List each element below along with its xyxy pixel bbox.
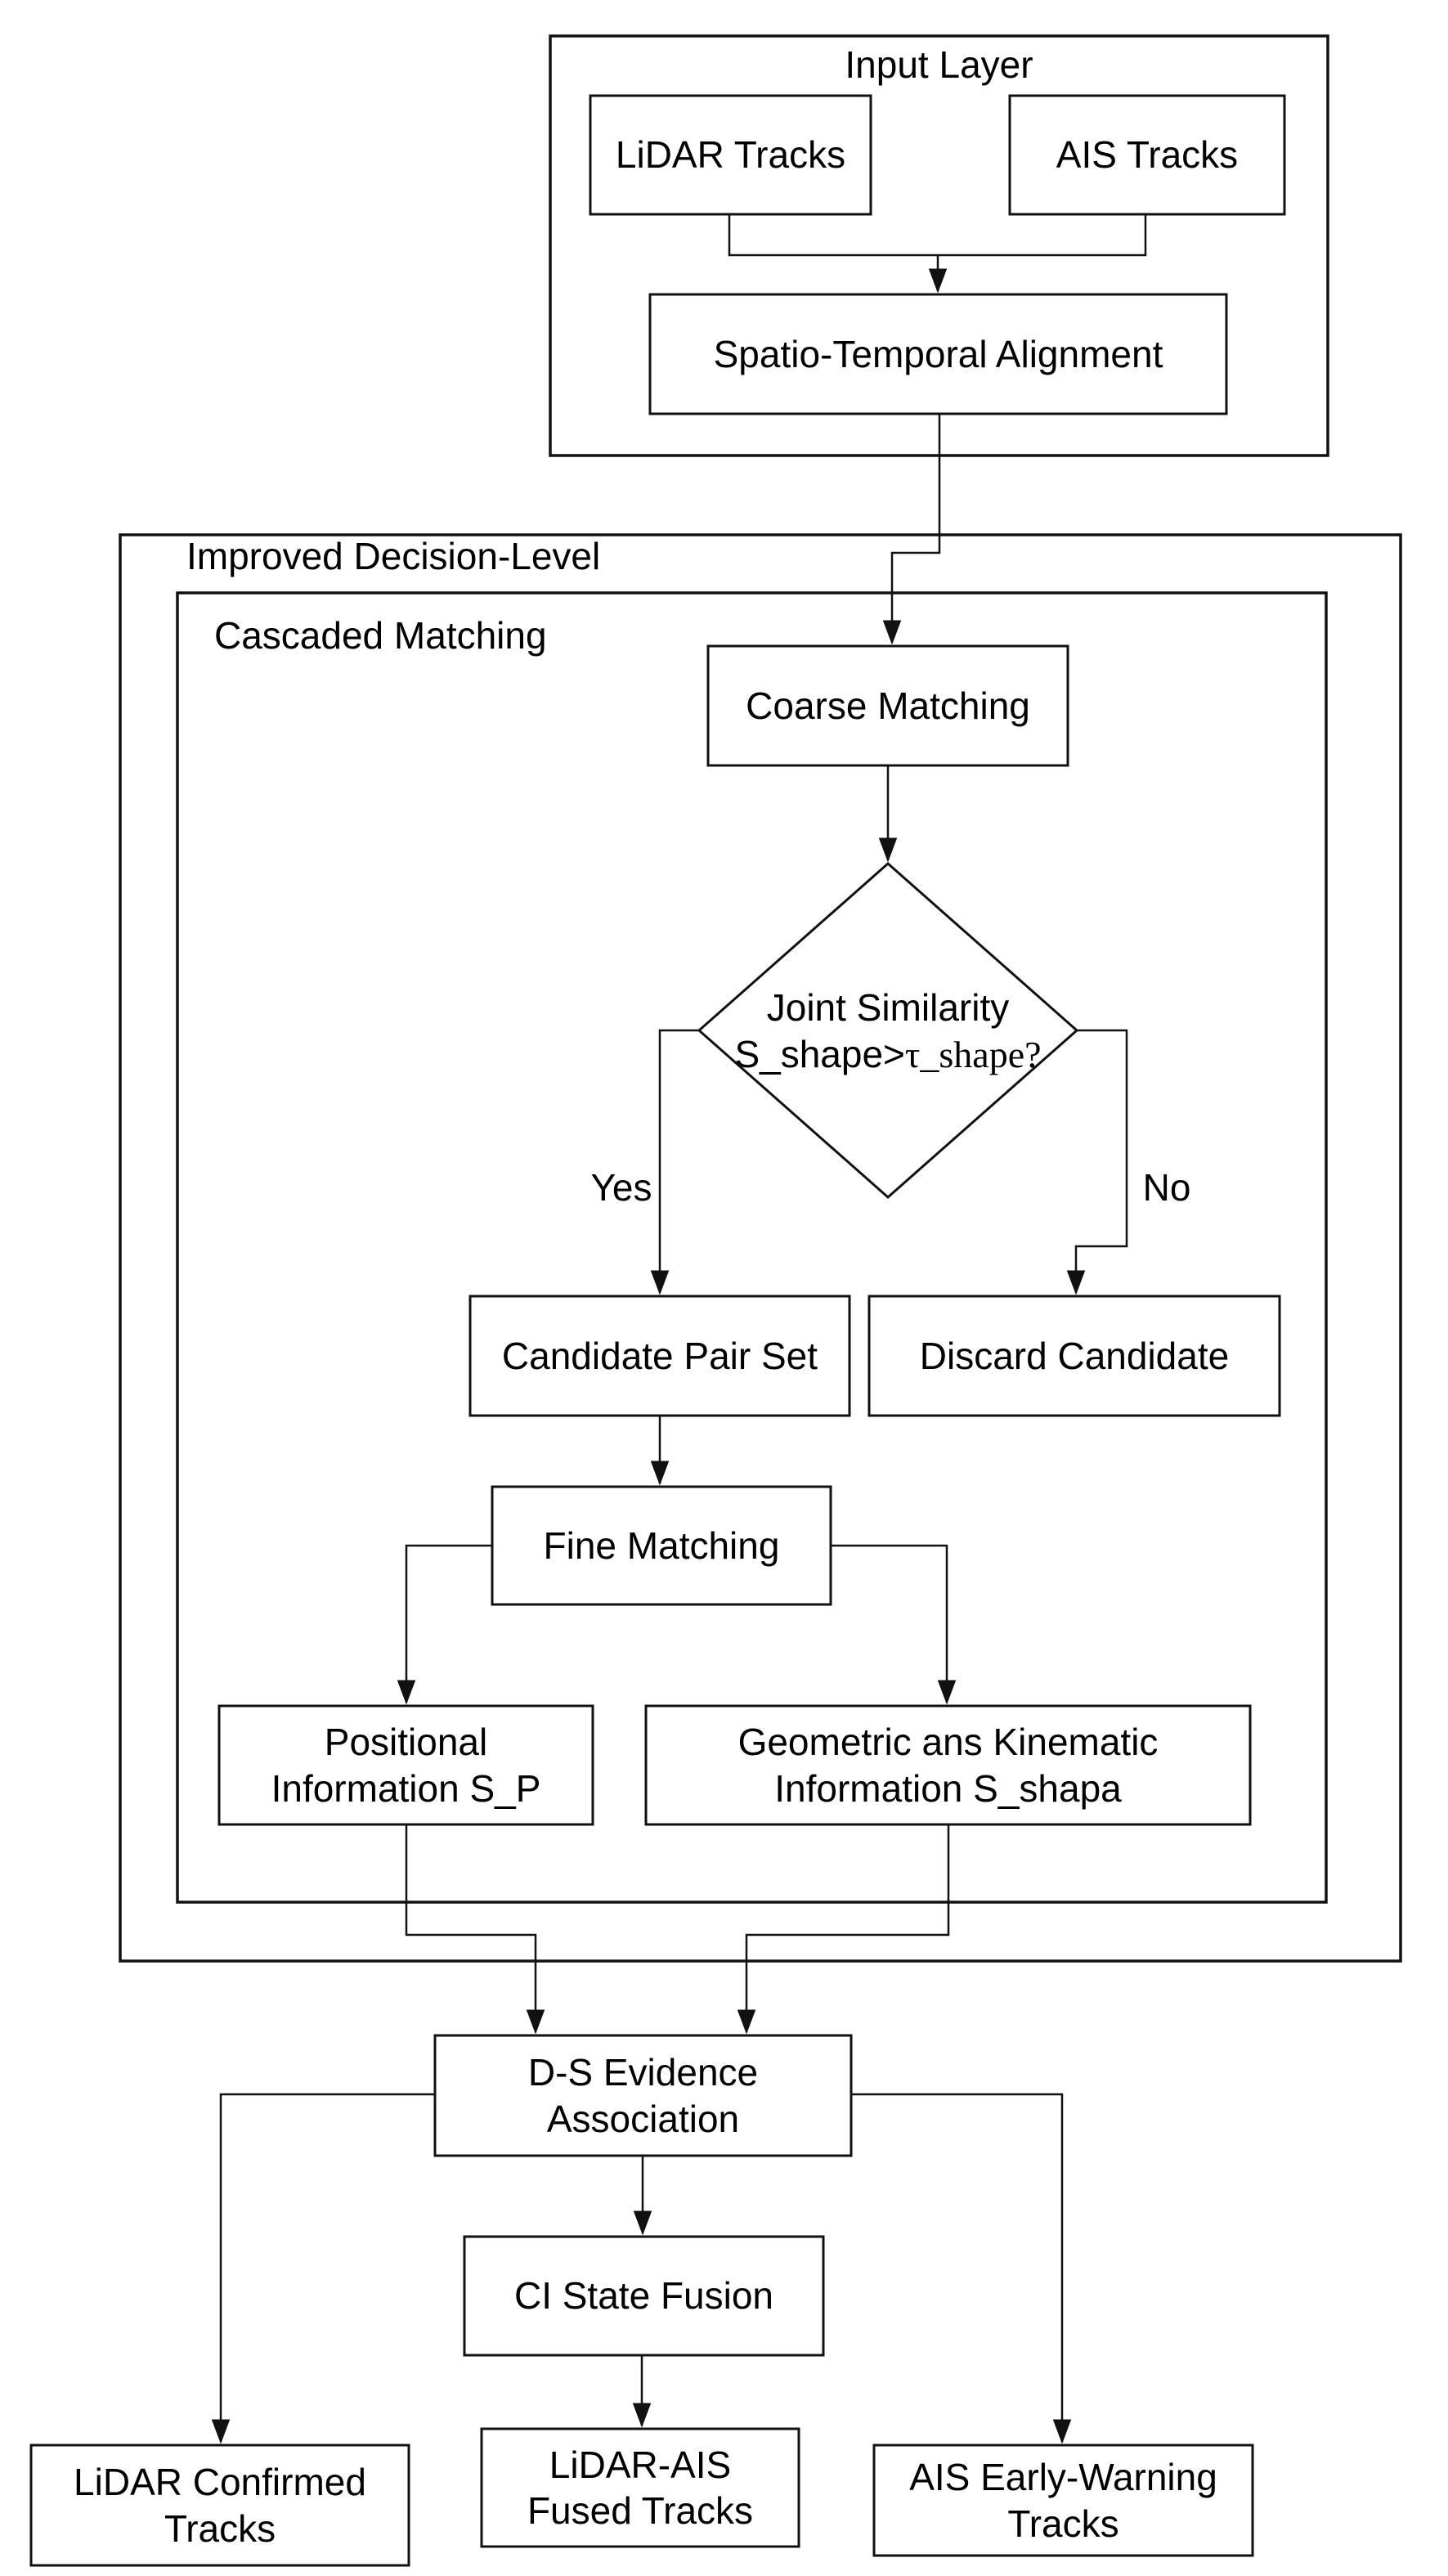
spatio-temporal-alignment-label: Spatio-Temporal Alignment — [713, 332, 1163, 375]
joint-similarity-line1: Joint Similarity — [766, 986, 1010, 1030]
edge-input-merge — [728, 214, 1147, 257]
edge-geometric-to-ds — [737, 1824, 950, 2035]
ds-evidence-association-box — [433, 2034, 853, 2157]
edge-decision-yes — [650, 1029, 699, 1295]
ais-early-warning-line1: AIS Early-Warning — [909, 2456, 1217, 2499]
coarse-matching-box — [706, 644, 1069, 767]
ci-state-fusion-box — [463, 2235, 825, 2357]
positional-line1: Positional — [324, 1721, 488, 1764]
fine-matching-label: Fine Matching — [543, 1524, 780, 1567]
ds-evidence-association-label: D-S Evidence Association — [435, 2035, 851, 2156]
spatio-temporal-alignment-box — [648, 293, 1228, 415]
joint-similarity-diamond — [697, 861, 1079, 1200]
geometric-kinematic-box — [644, 1704, 1252, 1826]
lidar-tracks-box — [589, 94, 872, 216]
discard-candidate-label: Discard Candidate — [919, 1334, 1230, 1377]
edge-fine-to-positional — [397, 1544, 492, 1705]
ds-evidence-line2: Association — [546, 2097, 740, 2140]
joint-similarity-threshold: τ_shape? — [904, 1033, 1042, 1075]
ais-tracks-box — [1008, 94, 1286, 216]
lidar-confirmed-tracks-label: LiDAR Confirmed Tracks — [31, 2445, 409, 2565]
input-layer-title: Input Layer — [845, 43, 1033, 86]
positional-information-box — [217, 1704, 594, 1826]
lidar-ais-fused-tracks-box — [480, 2427, 800, 2548]
positional-information-label: Positional Information S_P — [219, 1706, 593, 1824]
lidar-confirmed-line1: LiDAR Confirmed — [74, 2461, 366, 2504]
coarse-matching-label: Coarse Matching — [746, 684, 1030, 727]
cascaded-matching-title: Cascaded Matching — [214, 614, 547, 657]
lidar-ais-fused-line1: LiDAR-AIS — [549, 2443, 732, 2486]
geometric-kinematic-label: Geometric ans Kinematic Information S_sh… — [646, 1706, 1250, 1824]
edge-fine-to-geometric — [831, 1544, 957, 1705]
ais-early-warning-line2: Tracks — [1007, 2502, 1119, 2545]
joint-similarity-line2: S_shape>τ_shape? — [734, 1031, 1041, 1078]
geometric-line1: Geometric ans Kinematic — [737, 1721, 1159, 1764]
yes-branch-label: Yes — [590, 1166, 652, 1209]
improved-decision-level-box — [119, 533, 1402, 1963]
lidar-confirmed-tracks-box — [29, 2444, 410, 2567]
edge-spatio-to-coarse — [882, 414, 941, 645]
candidate-pair-set-label: Candidate Pair Set — [501, 1334, 818, 1377]
ais-early-warning-tracks-box — [872, 2444, 1254, 2557]
ds-evidence-line1: D-S Evidence — [527, 2051, 759, 2094]
discard-candidate-box — [867, 1295, 1281, 1417]
cascaded-matching-box — [176, 591, 1328, 1904]
lidar-tracks-label: LiDAR Tracks — [615, 133, 846, 177]
lidar-ais-fused-line2: Fused Tracks — [527, 2489, 754, 2532]
ci-state-fusion-label: CI State Fusion — [513, 2274, 774, 2318]
joint-similarity-label: Joint Similarity S_shape>τ_shape? — [670, 978, 1105, 1084]
ais-tracks-label: AIS Tracks — [1056, 133, 1239, 177]
fine-matching-box — [491, 1485, 832, 1606]
no-branch-label: No — [1142, 1166, 1191, 1209]
candidate-pair-set-box — [468, 1295, 851, 1417]
positional-line2: Information S_P — [271, 1766, 541, 1810]
geometric-line2: Information S_shapa — [774, 1766, 1122, 1810]
lidar-ais-fused-tracks-label: LiDAR-AIS Fused Tracks — [482, 2429, 799, 2547]
edge-ds-to-lidar-confirmed — [211, 2093, 435, 2444]
edge-ds-to-ais-warning — [851, 2093, 1072, 2444]
joint-similarity-condition: S_shape> — [734, 1032, 905, 1075]
ais-early-warning-tracks-label: AIS Early-Warning Tracks — [874, 2445, 1253, 2556]
edge-decision-no — [1066, 1029, 1128, 1295]
lidar-confirmed-line2: Tracks — [164, 2506, 276, 2550]
improved-decision-level-title: Improved Decision-Level — [186, 535, 601, 577]
edge-positional-to-ds — [405, 1824, 545, 2035]
